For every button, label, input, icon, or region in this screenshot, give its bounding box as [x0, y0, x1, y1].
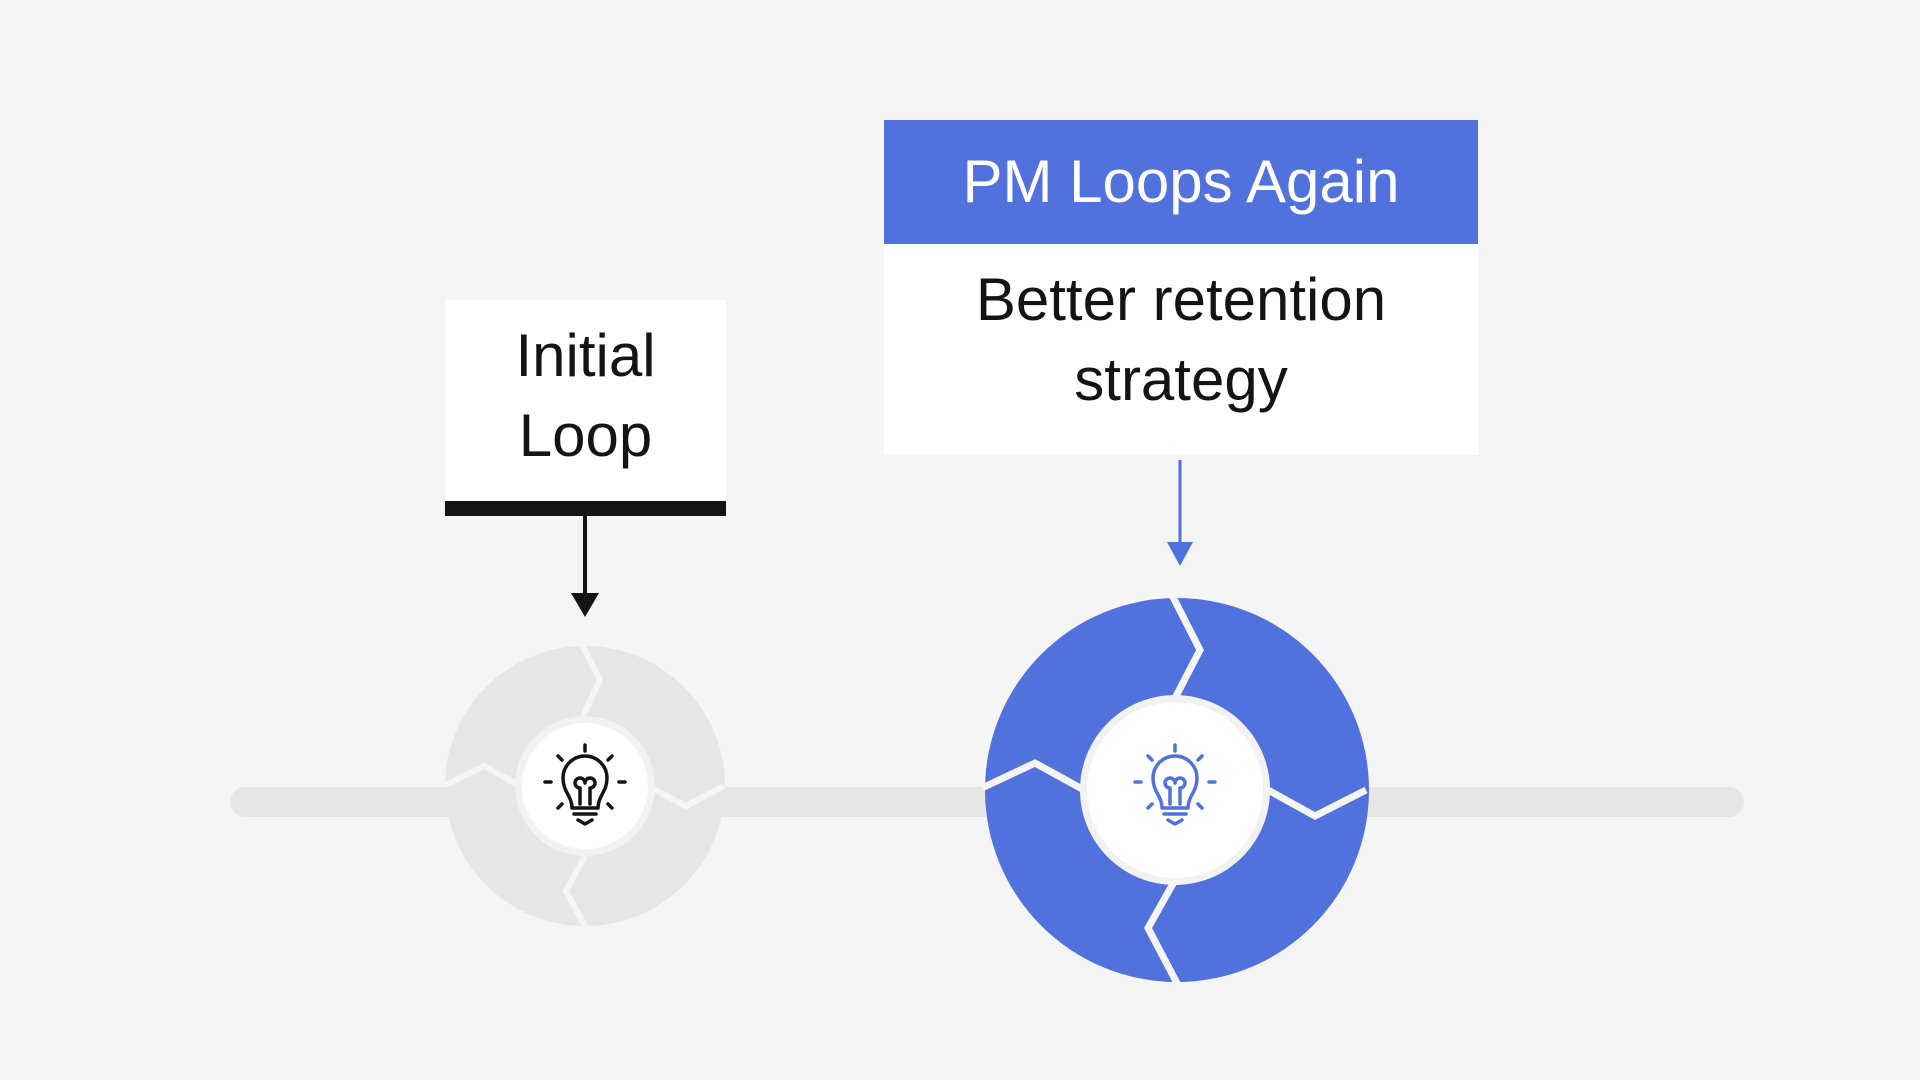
- lightbulb-icon: [1133, 743, 1217, 826]
- initial-loop-ring: [443, 639, 726, 930]
- initial-loop-label: Initial Loop: [515, 322, 656, 469]
- initial-loop-arrow: [571, 516, 599, 617]
- initial-loop-card: Initial Loop: [445, 300, 726, 502]
- initial-loop-card-underline: [445, 501, 726, 516]
- pm-loops-again-arrow: [1167, 460, 1193, 566]
- pm-loops-again-ring: [980, 593, 1369, 987]
- pm-loops-again-description: Better retention strategy: [975, 266, 1387, 413]
- lightbulb-icon: [543, 743, 627, 826]
- pm-loops-again-title: PM Loops Again: [884, 120, 1478, 244]
- pm-loops-again-card: PM Loops Again Better retention strategy: [884, 120, 1478, 455]
